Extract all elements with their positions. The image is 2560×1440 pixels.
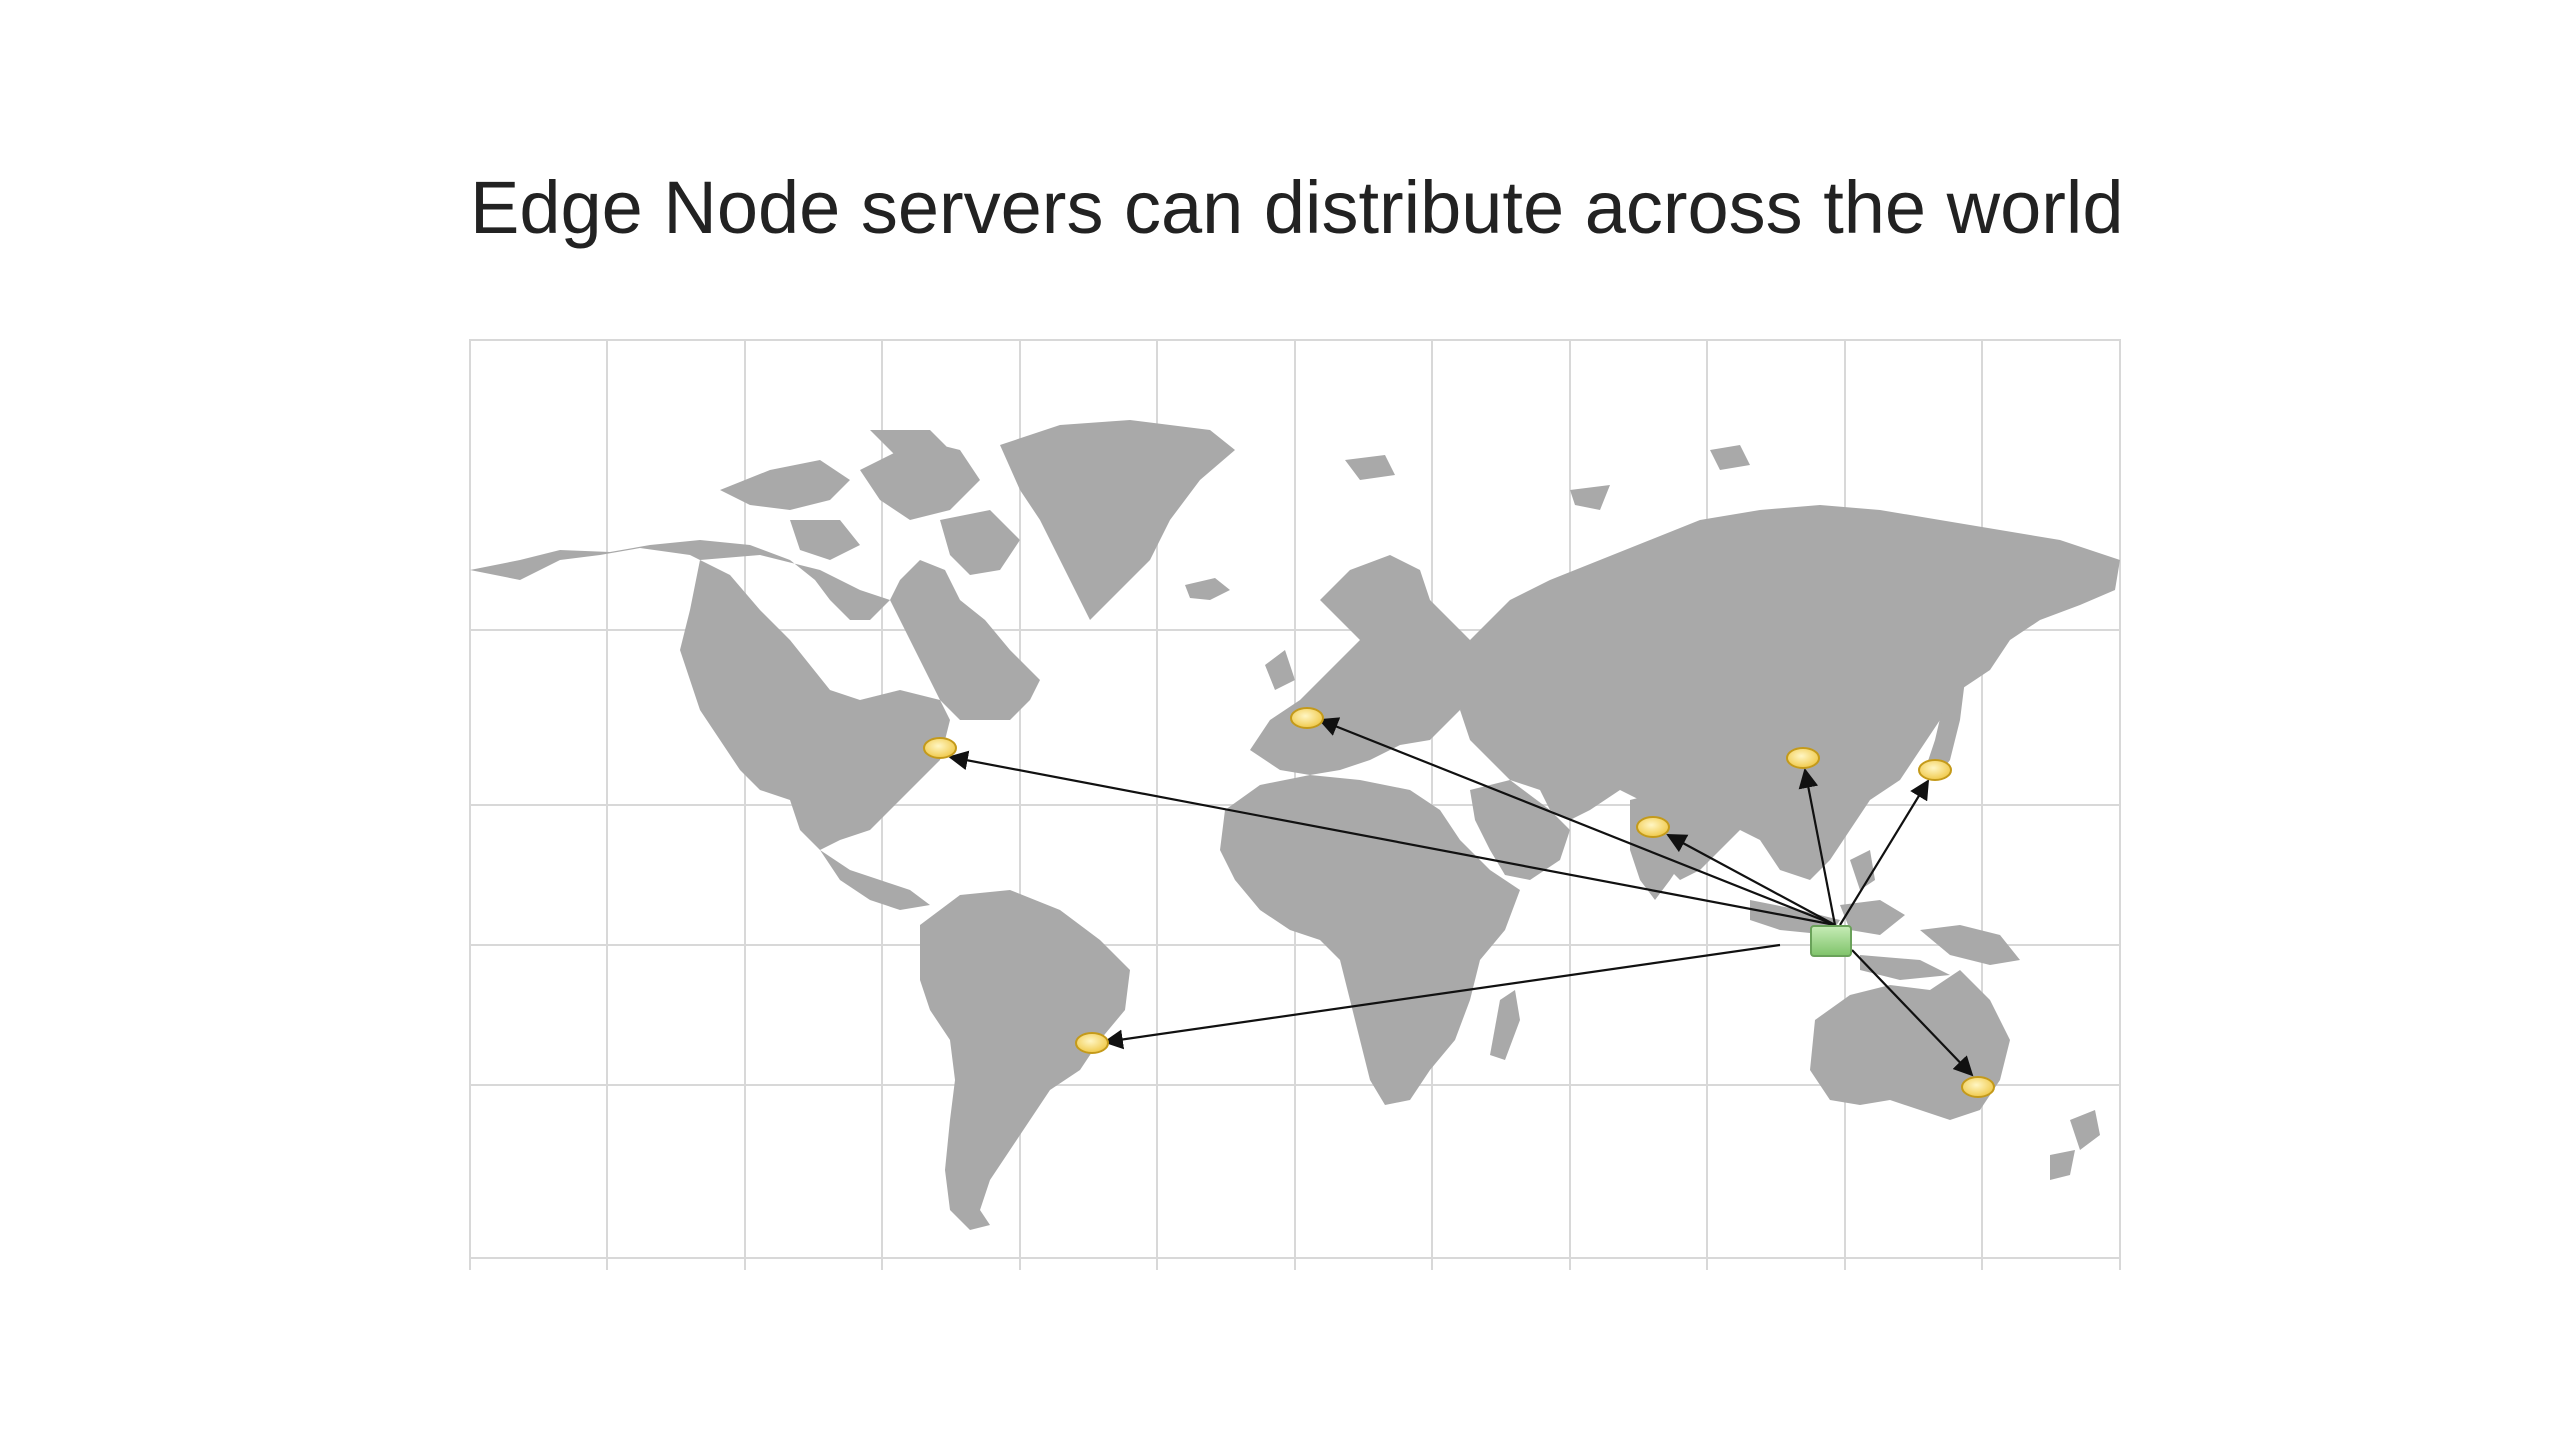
connection-arrows xyxy=(948,717,1974,1077)
arrow-to-usa-east xyxy=(948,750,1836,927)
north-america xyxy=(470,540,1040,910)
greenland xyxy=(1000,420,1235,620)
edge-node-europe xyxy=(1290,707,1324,729)
arrow-to-australia xyxy=(1851,949,1974,1077)
slide-title: Edge Node servers can distribute across … xyxy=(470,166,2124,249)
arrow-to-brazil xyxy=(1103,943,1781,1050)
japan xyxy=(1925,660,1965,780)
edge-node-china xyxy=(1786,747,1820,769)
edge-node-australia xyxy=(1961,1076,1995,1098)
asia xyxy=(1460,505,2120,880)
arrow-to-europe xyxy=(1318,717,1836,927)
edge-node-brazil xyxy=(1075,1032,1109,1054)
arrow-to-india xyxy=(1666,834,1836,926)
edge-node-india xyxy=(1636,816,1670,838)
south-america xyxy=(920,890,1130,1230)
edge-node-japan xyxy=(1918,759,1952,781)
edge-nodes xyxy=(923,707,1995,1098)
arrow-to-china xyxy=(1798,768,1837,926)
origin-server-node xyxy=(1810,925,1852,957)
edge-node-usa-east xyxy=(923,737,957,759)
europe xyxy=(1250,555,1490,775)
africa xyxy=(1220,775,1520,1105)
world-landmass xyxy=(470,420,2120,1230)
australia xyxy=(1810,970,2010,1120)
arrow-to-japan xyxy=(1839,779,1930,926)
